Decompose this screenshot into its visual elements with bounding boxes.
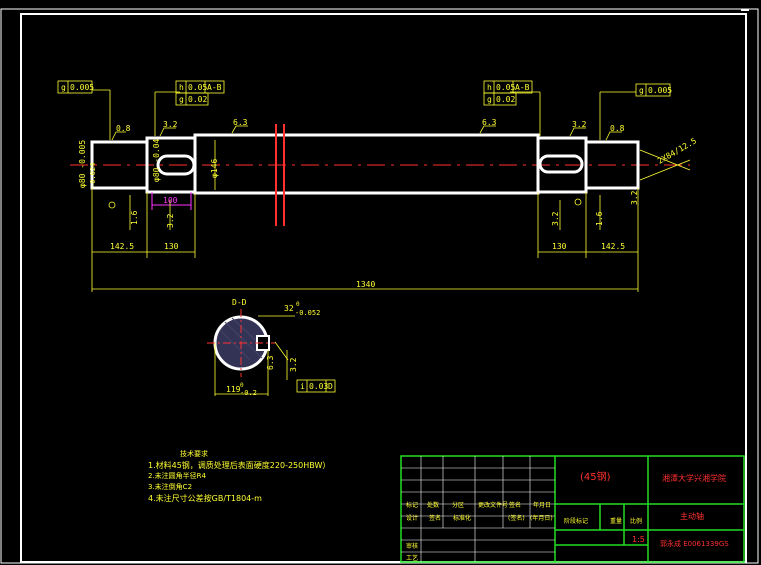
vert-e: 3.2: [630, 190, 639, 205]
stage-label: 阶段标记: [564, 518, 589, 525]
section-width-tol2: -0.052: [295, 309, 321, 317]
dim-left-end-tol: -0.024: [89, 162, 97, 188]
vert-b: 3.2: [166, 213, 175, 228]
right-keyway: [538, 154, 584, 174]
roughness-6: 0.8: [610, 124, 625, 133]
row2-label-0: 设计: [406, 515, 419, 522]
roughness-4: 6.3: [482, 118, 497, 127]
roughness-2: 3.2: [163, 120, 178, 129]
note-4: 4.未注尺寸公差按GB/T1804-m: [148, 494, 262, 503]
review-label: 审核: [406, 543, 419, 550]
dim-journal: φ80 -0.04: [152, 138, 161, 182]
row2-label-1: 签名: [429, 515, 442, 522]
roughness-1: 0.8: [116, 124, 131, 133]
row-label-1: 处数: [427, 502, 440, 509]
runout-symbol-left: h: [179, 83, 184, 92]
row2-label-2: 标准化: [453, 515, 472, 522]
material-label: (45钢): [580, 472, 611, 483]
runout-tol-right-2: 0.02: [496, 95, 516, 104]
flat-symbol-left: g: [61, 83, 66, 92]
datum-left: A-B: [207, 83, 222, 92]
len-right-end: 142.5: [601, 242, 626, 251]
flat-symbol-left-2: g: [179, 95, 184, 104]
runout-symbol-right: h: [487, 83, 492, 92]
flat-symbol-right: g: [639, 86, 644, 95]
section-depth-tol: 0: [240, 382, 244, 389]
len-left-end: 142.5: [110, 242, 135, 251]
keyway-dims: [151, 192, 192, 210]
len-right-journal: 130: [552, 242, 567, 251]
title-block-grid: [401, 456, 555, 562]
dim-mid: φ146: [210, 158, 219, 178]
weight-label: 重量: [610, 518, 623, 525]
section-rough-b: 3.2: [289, 357, 298, 372]
section-rough-a: 6.3: [266, 355, 275, 370]
row-label-4: 签名: [509, 502, 522, 509]
sym-datum: D: [328, 382, 333, 391]
section-depth-tol2: -0.2: [240, 389, 257, 397]
notes-title: 技术要求: [180, 450, 208, 458]
left-keyway: [156, 154, 196, 176]
vert-a: 1.6: [130, 210, 139, 225]
roughness-3: 6.3: [233, 118, 248, 127]
row-label-3: 更改文件号: [478, 502, 509, 509]
dim-keyway-length: 100: [163, 196, 178, 205]
inner-frame: [20, 13, 747, 563]
ratio-label: 比例: [630, 518, 643, 525]
section-width: 32: [284, 304, 294, 313]
roughness-5: 3.2: [572, 120, 587, 129]
runout-tol-left-1: 0.05: [188, 83, 208, 92]
row-label-2: 分区: [452, 502, 465, 509]
school-name: 湘潭大学兴湘学院: [662, 474, 726, 483]
note-2: 2.未注圆角半径R4: [148, 472, 206, 480]
row-label-0: 标记: [406, 502, 419, 509]
sym-symbol: i: [300, 382, 305, 391]
flat-tol-left: 0.005: [70, 83, 95, 92]
note-3: 3.未注倒角C2: [148, 483, 193, 491]
section-depth: 119: [226, 385, 241, 394]
section-width-tol: 0: [296, 301, 300, 308]
len-left-journal: 130: [164, 242, 179, 251]
flat-symbol-right-2: g: [487, 95, 492, 104]
break-lines: [275, 124, 285, 226]
title-block-lines: [400, 455, 745, 563]
vert-d: 1.6: [595, 211, 604, 226]
vert-c: 3.2: [551, 211, 560, 226]
row2-label-3: (签名): [508, 515, 525, 522]
row2-label-4: (年月日): [530, 515, 553, 522]
scale-value: 1:5: [632, 535, 645, 544]
section-view: [207, 309, 295, 396]
runout-tol-left-2: 0.02: [188, 95, 208, 104]
section-title: D-D: [232, 298, 247, 307]
note-1: 1.材料45钢，调质处理后表面硬度220-250HBW）: [148, 461, 331, 470]
sym-tol: 0.03: [309, 382, 329, 391]
dimension-lines: [91, 89, 691, 292]
outer-frame: [0, 8, 759, 564]
shaft-outline: [90, 133, 640, 195]
part-name: 主动轴: [680, 512, 704, 521]
tolerance-frames: [57, 80, 671, 393]
drawing-number: 郭永成 E0061339GS: [660, 540, 729, 548]
runout-tol-right-1: 0.05: [496, 83, 516, 92]
datum-right: A-B: [515, 83, 530, 92]
flat-tol-right: 0.005: [648, 86, 673, 95]
dim-left-end: φ80 -0.005: [78, 139, 87, 188]
process-label: 工艺: [406, 555, 419, 562]
total-length: 1340: [356, 280, 376, 289]
row-label-5: 年月日: [533, 502, 552, 509]
